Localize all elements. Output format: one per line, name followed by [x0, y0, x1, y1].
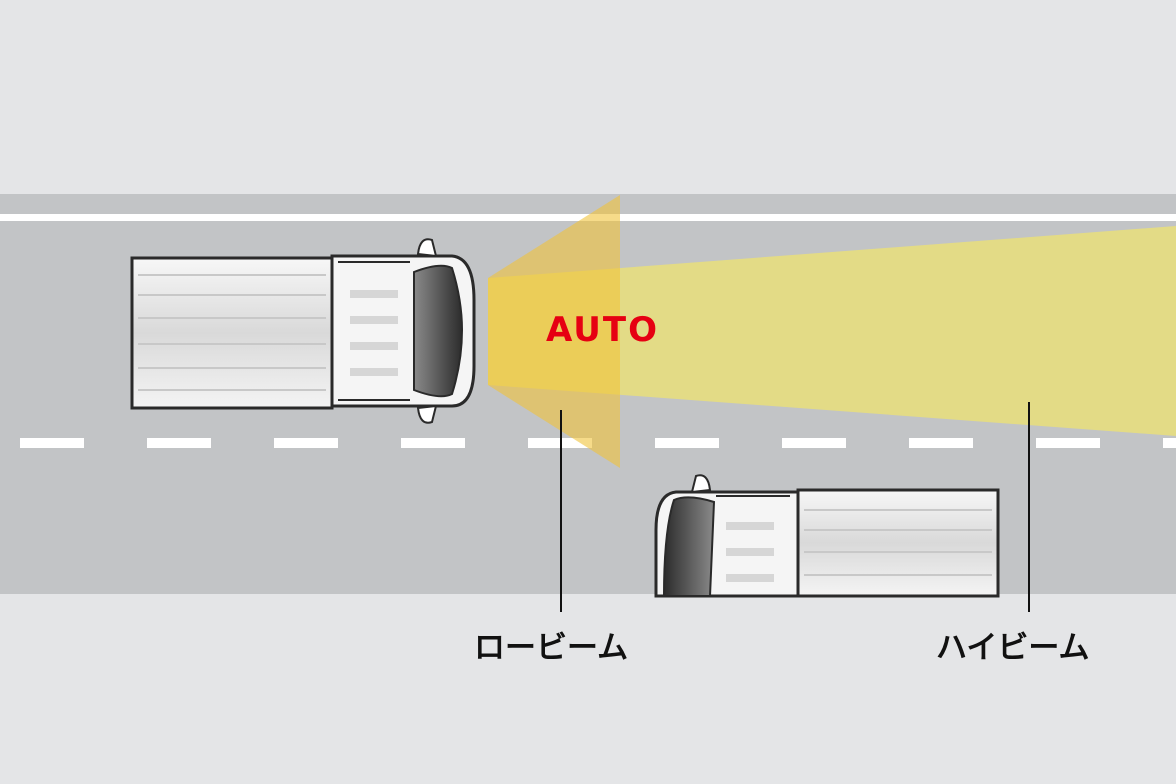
auto-mode-label: AUTO: [546, 310, 659, 350]
high-beam-label: ハイビーム: [936, 630, 1090, 666]
high-beam-light: [488, 226, 1176, 436]
low-beam-light: [488, 195, 620, 468]
oncoming-truck-icon: [654, 474, 1000, 598]
low-beam-label: ロービーム: [474, 630, 629, 666]
own-truck-icon: [130, 238, 476, 424]
